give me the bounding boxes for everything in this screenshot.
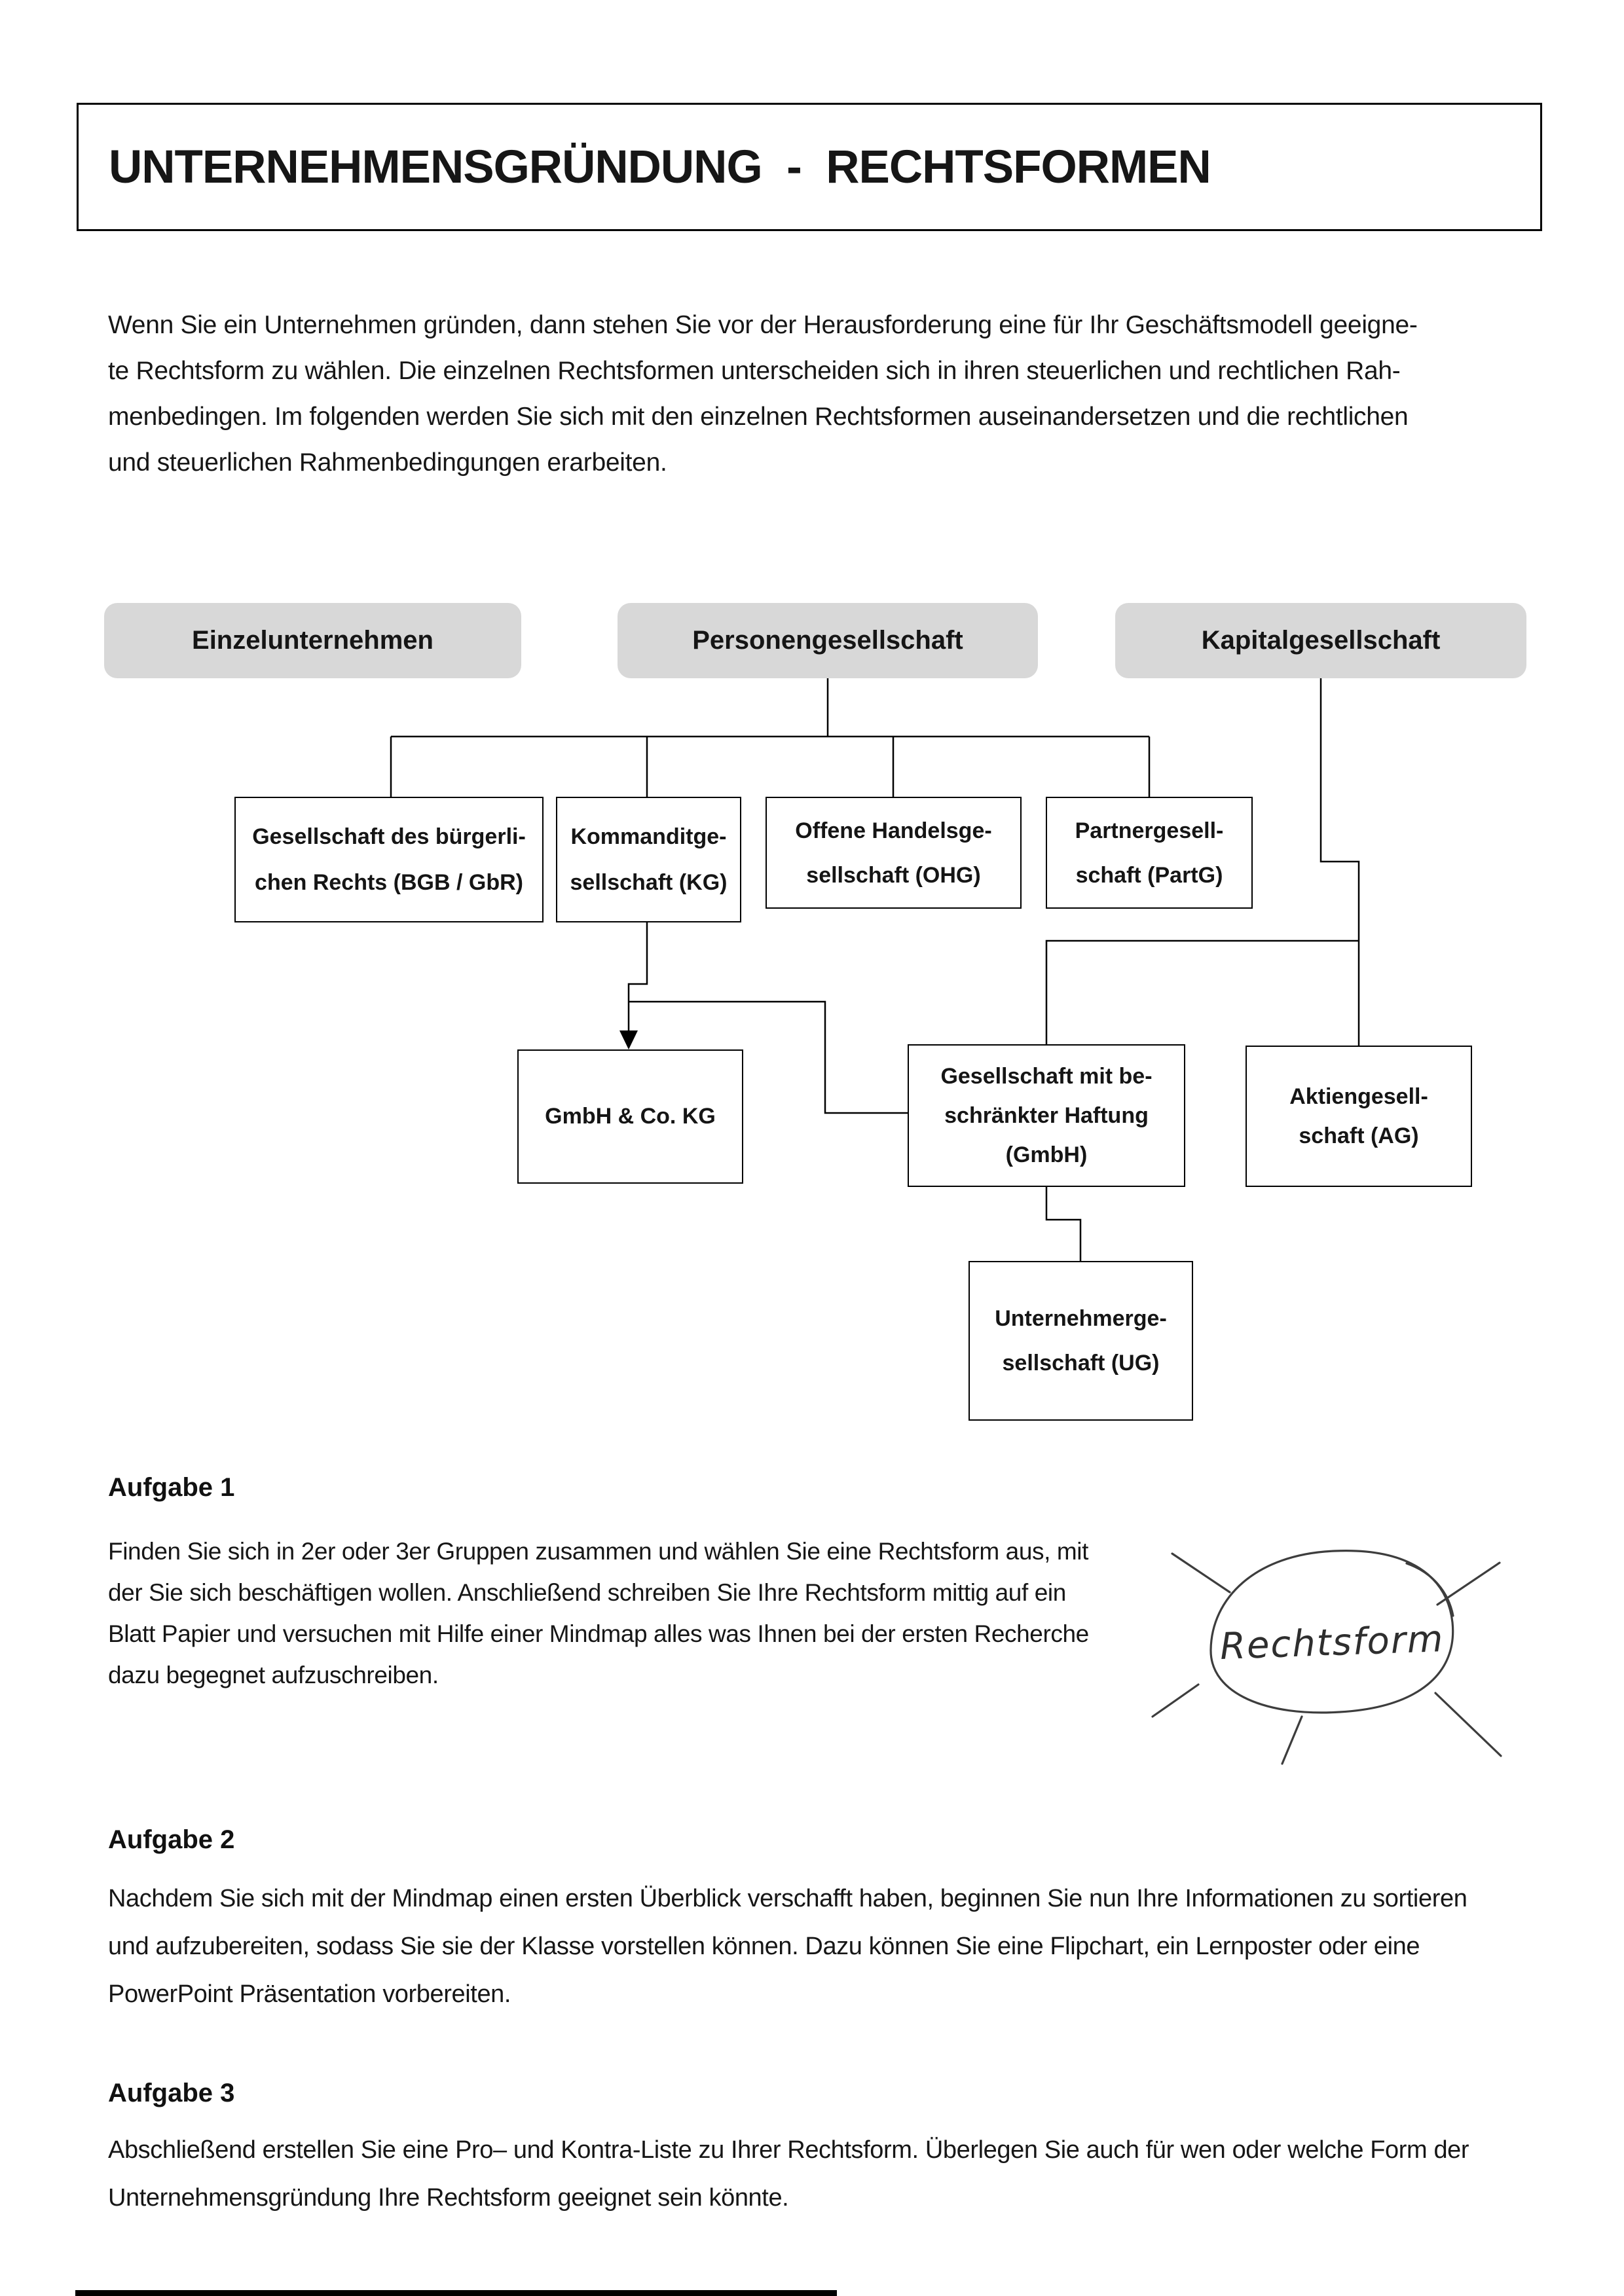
task-1-body: Finden Sie sich in 2er oder 3er Gruppen … [108, 1538, 1089, 1688]
mindmap-sketch [1151, 1550, 1502, 1765]
form-box-ag: Aktiengesell- schaft (AG) [1246, 1046, 1472, 1187]
task-1-heading: Aufgabe 1 [108, 1473, 235, 1502]
form-box-partg: Partnergesell- schaft (PartG) [1046, 797, 1253, 909]
task-2-body: Nachdem Sie sich mit der Mindmap einen e… [108, 1885, 1467, 2008]
form-box-kg: Kommanditge- sellschaft (KG) [556, 797, 741, 922]
category-box-einzelunternehmen: Einzelunternehmen [104, 603, 521, 678]
category-label: Personengesellschaft [692, 626, 963, 655]
task-3-body: Abschließend erstellen Sie eine Pro– und… [108, 2136, 1469, 2212]
category-box-kapitalgesellschaft: Kapitalgesellschaft [1115, 603, 1526, 678]
page-title: UNTERNEHMENSGRÜNDUNG - RECHTSFORMEN [109, 141, 1211, 193]
category-box-personengesellschaft: Personengesellschaft [618, 603, 1038, 678]
task-2-heading: Aufgabe 2 [108, 1825, 235, 1854]
form-box-gmbh-co-kg: GmbH & Co. KG [517, 1049, 743, 1184]
form-box-ug: Unternehmerge- sellschaft (UG) [969, 1261, 1193, 1421]
arrow-down-icon [619, 1030, 638, 1049]
cutoff-footer-bar [75, 2290, 837, 2296]
form-box-gmbh: Gesellschaft mit be- schränkter Haftung … [908, 1044, 1185, 1187]
task-3-heading: Aufgabe 3 [108, 2079, 235, 2107]
title-box: UNTERNEHMENSGRÜNDUNG - RECHTSFORMEN [77, 103, 1542, 231]
category-label: Einzelunternehmen [192, 626, 434, 655]
category-label: Kapitalgesellschaft [1201, 626, 1441, 655]
intro-paragraph: Wenn Sie ein Unternehmen gründen, dann s… [108, 311, 1418, 477]
mindmap-center-label: Rechtsform [1219, 1618, 1445, 1668]
form-box-ohg: Offene Handelsge- sellschaft (OHG) [766, 797, 1022, 909]
form-box-gbr: Gesellschaft des bürgerli- chen Rechts (… [234, 797, 544, 922]
